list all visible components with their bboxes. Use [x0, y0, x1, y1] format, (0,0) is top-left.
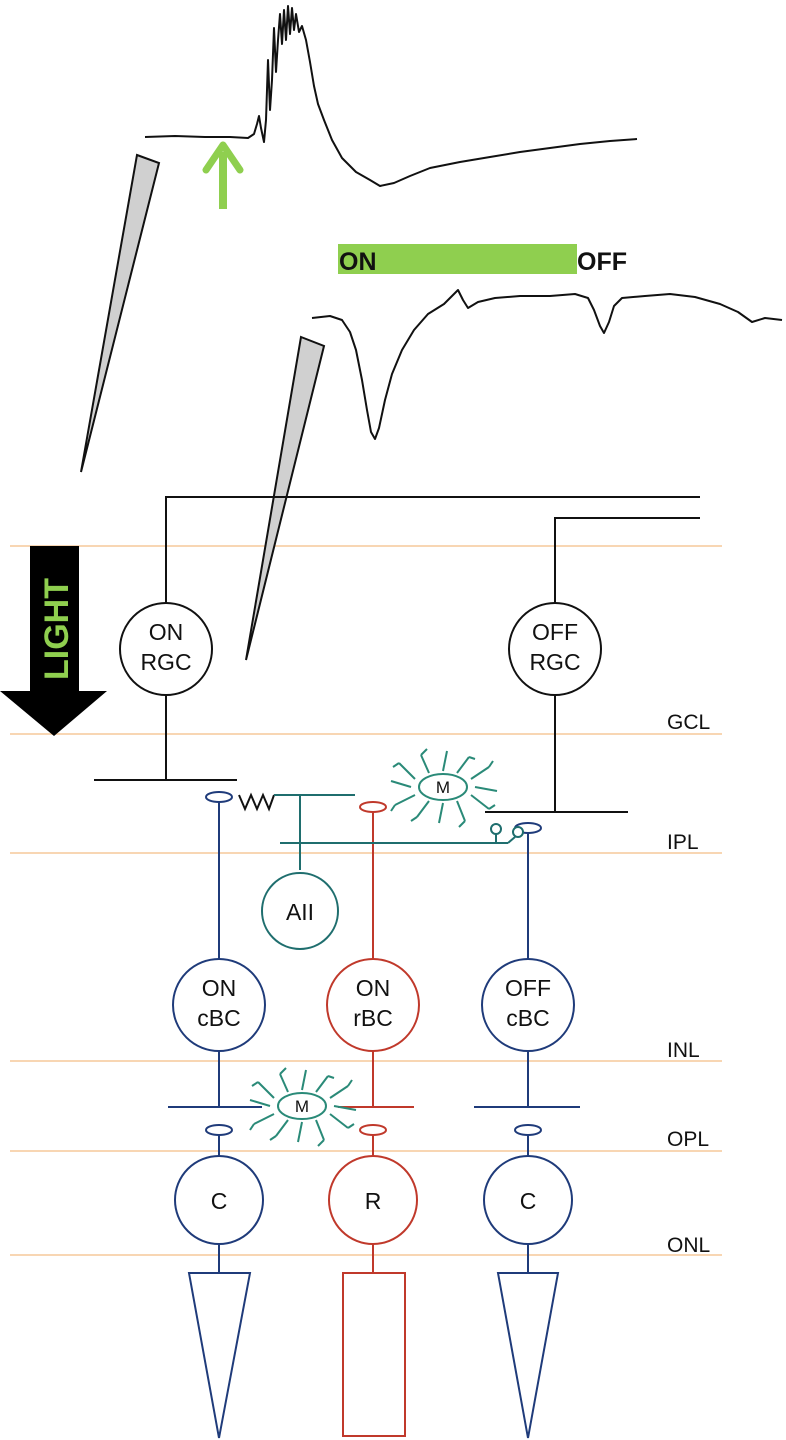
on-rgc-label-line2: RGC — [140, 649, 191, 675]
off-rgc-axon — [554, 517, 700, 610]
off-cbc-label-line2: cBC — [506, 1005, 549, 1031]
rod-outer-segment — [342, 1272, 406, 1437]
off-cbc-label-line1: OFF — [505, 975, 551, 1001]
off-rgc-recording-trace — [311, 289, 783, 440]
off-rgc-label-line1: OFF — [532, 619, 578, 645]
stimulus-on-label: ON — [339, 248, 377, 276]
left-cone-outer-segment — [187, 1272, 252, 1439]
aii-amacrine-wiring — [238, 792, 524, 870]
muller-cell-opl: M — [249, 1067, 357, 1147]
rod-label: R — [365, 1188, 382, 1214]
light-stimulus-bar — [338, 244, 577, 274]
layer-label-ipl: IPL — [667, 831, 699, 854]
gap-junction — [238, 792, 275, 812]
aii-amacrine-cell: AII — [261, 872, 339, 950]
muller-cell-ipl: M — [390, 748, 498, 828]
on-cbc-terminal — [205, 791, 233, 803]
off-cbc-cell: OFF cBC — [481, 958, 575, 1052]
electrode-left — [80, 153, 161, 473]
on-rgc-label-line1: ON — [149, 619, 184, 645]
layer-label-opl: OPL — [667, 1128, 709, 1151]
on-rbc-label-line1: ON — [356, 975, 391, 1001]
right-cone-cell: C — [483, 1155, 573, 1245]
rgc-wiring — [94, 496, 700, 813]
off-rgc-label-line2: RGC — [529, 649, 580, 675]
layer-labels: GCL IPL INL OPL ONL — [667, 711, 710, 1257]
stimulus-off-label: OFF — [577, 248, 627, 276]
rod-cell: R — [328, 1155, 418, 1245]
on-cbc-label-line2: cBC — [197, 1005, 240, 1031]
muller-ipl-label: M — [436, 778, 450, 797]
right-cone-terminal — [514, 1124, 542, 1136]
electrode-right — [245, 335, 326, 661]
layer-label-inl: INL — [667, 1039, 700, 1062]
layer-label-gcl: GCL — [667, 711, 710, 734]
on-rgc-cell: ON RGC — [119, 602, 213, 696]
rod-terminal — [359, 1124, 387, 1136]
right-cone-outer-segment — [496, 1272, 560, 1439]
on-rgc-axon — [165, 496, 700, 610]
on-rbc-terminal — [359, 801, 387, 813]
left-cone-label: C — [211, 1188, 228, 1214]
light-label: LIGHT — [38, 578, 76, 680]
right-cone-label: C — [520, 1188, 537, 1214]
left-cone-cell: C — [174, 1155, 264, 1245]
muller-opl-label: M — [295, 1097, 309, 1116]
on-rbc-cell: ON rBC — [326, 958, 420, 1052]
on-cbc-label-line1: ON — [202, 975, 237, 1001]
light-direction-arrow: LIGHT — [0, 546, 107, 736]
stimulus-onset-arrow — [202, 141, 244, 209]
on-rbc-label-line2: rBC — [353, 1005, 393, 1031]
off-rgc-cell: OFF RGC — [508, 602, 602, 696]
layer-label-onl: ONL — [667, 1234, 710, 1257]
aii-label: AII — [286, 899, 314, 925]
layer-boundaries — [10, 545, 722, 1256]
on-cbc-cell: ON cBC — [172, 958, 266, 1052]
cone-pathway-wiring — [168, 791, 580, 1273]
left-cone-terminal — [205, 1124, 233, 1136]
on-rgc-recording-trace — [144, 5, 638, 187]
